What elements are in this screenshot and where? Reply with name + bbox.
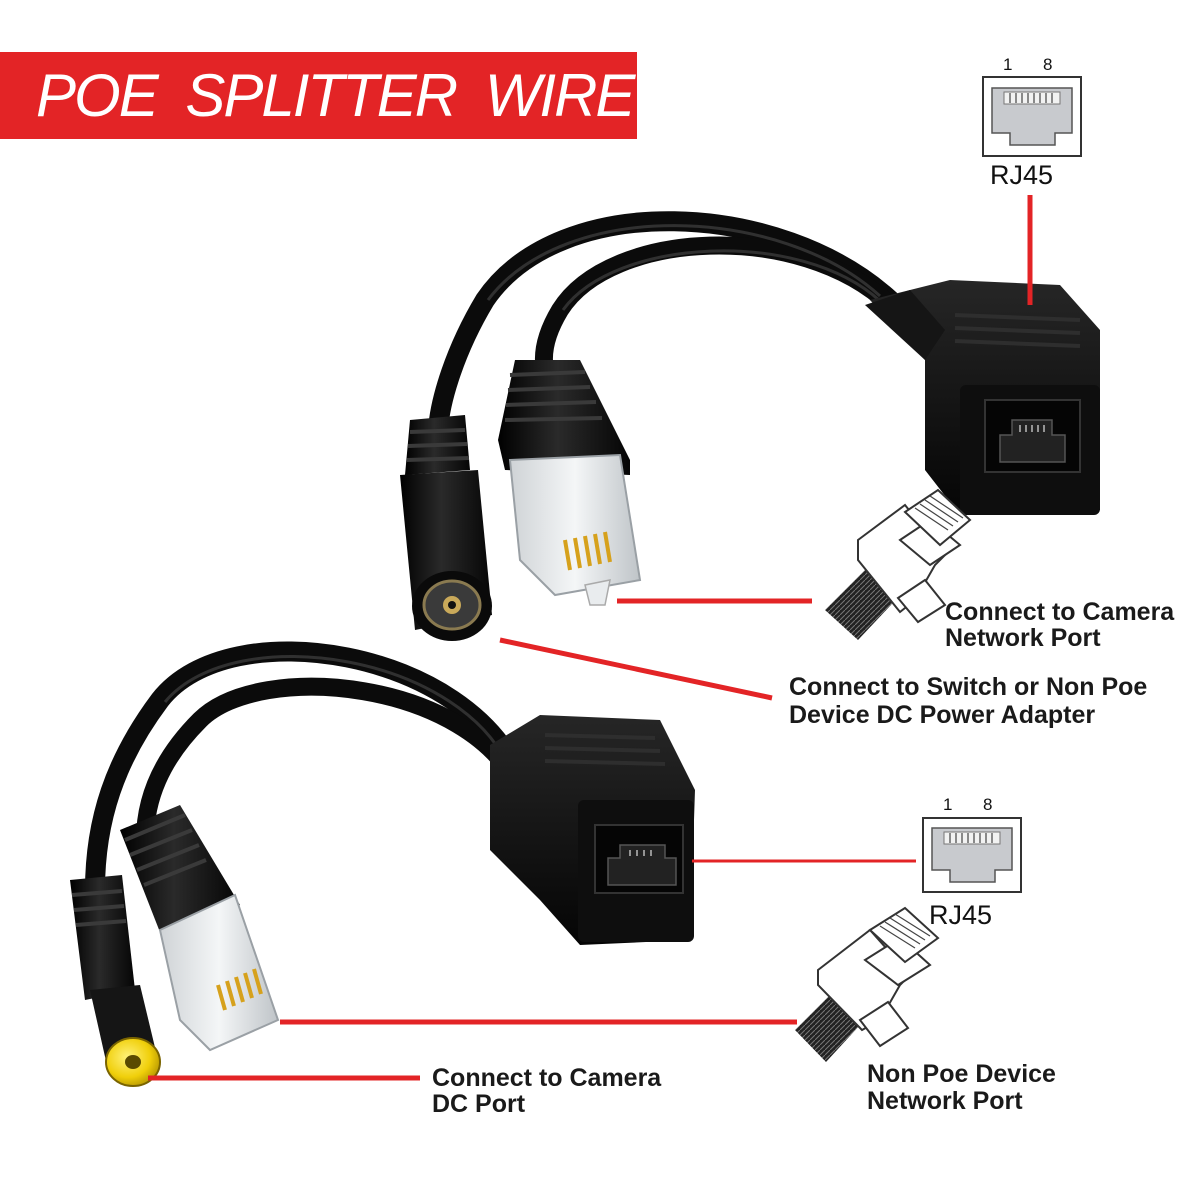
rj45-jack-icon xyxy=(922,817,1022,893)
bottom-dc-male-plug xyxy=(70,875,161,1087)
top-rj45-male-plug xyxy=(498,360,642,606)
callout-non-poe-line1: Non Poe Device xyxy=(867,1060,1056,1088)
rj45-label: RJ45 xyxy=(929,900,993,930)
rj45-label: RJ45 xyxy=(990,160,1054,190)
bottom-cable-rj45 xyxy=(136,677,529,849)
bottom-splitter xyxy=(70,641,695,1087)
rj45-pin-last-label: 8 xyxy=(983,795,993,814)
callout-camera-dc-line2: DC Port xyxy=(432,1090,526,1118)
callout-switch-dc-line2: Device DC Power Adapter xyxy=(789,701,1096,729)
ethernet-plug-icon xyxy=(825,488,972,640)
rj45-pin-last-label: 8 xyxy=(1043,55,1053,74)
bottom-rj45-male-plug xyxy=(120,805,280,1052)
top-cable-dc xyxy=(428,211,900,440)
title-banner xyxy=(0,52,637,139)
callout-switch-dc-line1: Connect to Switch or Non Poe xyxy=(789,673,1148,701)
callout-camera-network-line1: Connect to Camera xyxy=(945,598,1175,626)
ethernet-plug-icon xyxy=(795,906,940,1062)
top-cable-rj45 xyxy=(534,236,899,379)
rj45-pin-first-label: 1 xyxy=(1003,55,1013,74)
top-dc-female-jack xyxy=(400,415,492,641)
top-rj45-female-coupler xyxy=(865,280,1100,515)
callout-non-poe-line2: Network Port xyxy=(867,1087,1023,1115)
diagram-title: POE SPLITTER WIRE xyxy=(36,62,635,129)
rj45-jack-icon xyxy=(982,76,1082,157)
bottom-rj45-female-coupler xyxy=(490,715,695,945)
callout-camera-dc-line1: Connect to Camera xyxy=(432,1064,662,1092)
top-splitter xyxy=(400,211,1100,641)
leader-switch-dc xyxy=(499,637,773,701)
bottom-cable-dc xyxy=(85,641,530,900)
callout-camera-network-line2: Network Port xyxy=(945,624,1101,652)
rj45-pin-first-label: 1 xyxy=(943,795,953,814)
